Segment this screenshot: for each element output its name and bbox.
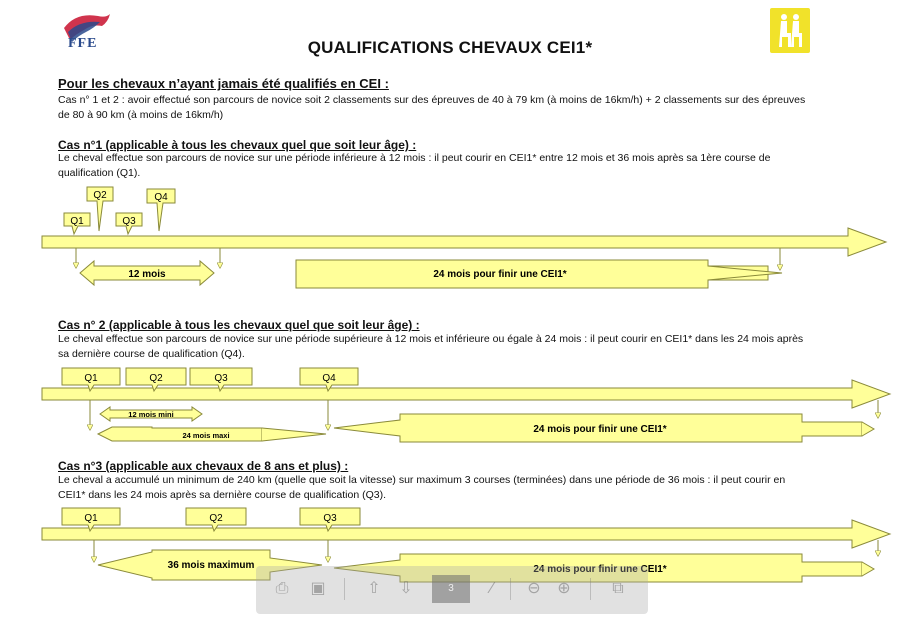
case1-line-2: qualification (Q1). — [58, 167, 141, 179]
case1-q2-label: Q2 — [93, 190, 107, 201]
toolbar-separator — [510, 578, 511, 600]
ffe-logo: FFE — [56, 8, 126, 52]
case3-callout-q1: Q1 — [61, 507, 121, 533]
case2-span-24-mois-maxi-label: 24 mois maxi — [182, 431, 229, 440]
case3-timeline-arrow — [41, 519, 892, 549]
case2-text: Le cheval effectue son parcours de novic… — [58, 332, 848, 362]
case1-q3-label: Q3 — [122, 216, 136, 227]
case2-q2-label: Q2 — [149, 373, 163, 384]
viewer-toolbar: ⎙ ▣ ⇧ ⇩ 3 ⁄ ⊖ ⊕ ⧉ — [256, 566, 648, 614]
case2-callout-q4: Q4 — [299, 367, 359, 393]
case3-span-36-mois — [97, 549, 323, 581]
case2-line-1: Le cheval effectue son parcours de novic… — [58, 333, 804, 345]
page-number-field[interactable]: 3 — [432, 575, 470, 603]
case3-q1-label: Q1 — [84, 513, 98, 524]
intro-line-1: Cas n° 1 et 2 : avoir effectué son parco… — [58, 94, 806, 106]
case1-callout-q3: Q3 — [115, 212, 143, 236]
intro-text: Cas n° 1 et 2 : avoir effectué son parco… — [58, 93, 848, 123]
fit-icon[interactable]: ⧉ — [612, 580, 624, 597]
case1-line-1: Le cheval effectue son parcours de novic… — [58, 152, 771, 164]
save-icon[interactable]: ▣ — [310, 580, 326, 597]
case3-heading: Cas n°3 (applicable aux chevaux de 8 ans… — [58, 459, 349, 473]
ffe-horse-icon — [64, 14, 110, 42]
case1-callout-q1: Q1 — [63, 212, 91, 236]
case3-span-24-mois-label: 24 mois pour finir une CEI1* — [533, 564, 666, 575]
page-total: ⁄ — [490, 580, 494, 597]
zoom-in-icon[interactable]: ⊕ — [557, 580, 571, 597]
riders-logo — [770, 8, 810, 53]
case1-span-24-mois-label: 24 mois pour finir une CEI1* — [433, 269, 566, 280]
toolbar-separator — [344, 578, 345, 600]
case1-callout-q4: Q4 — [146, 188, 176, 232]
case2-span-24-mois-label: 24 mois pour finir une CEI1* — [533, 424, 666, 435]
case2-callout-q3: Q3 — [189, 367, 253, 393]
case3-text: Le cheval a accumulé un minimum de 240 k… — [58, 473, 848, 503]
case2-q1-label: Q1 — [84, 373, 98, 384]
case3-callout-q2: Q2 — [185, 507, 247, 533]
down-icon[interactable]: ⇩ — [399, 580, 413, 597]
case2-timeline-arrow — [41, 379, 892, 409]
toolbar-separator — [590, 578, 591, 600]
case1-span-24-mois — [295, 259, 769, 289]
intro-heading: Pour les chevaux n’ayant jamais été qual… — [58, 76, 389, 91]
riders-icon — [779, 14, 802, 47]
case3-q3-label: Q3 — [323, 513, 337, 524]
case2-span-24-mois — [333, 413, 863, 443]
case2-span-12-mois-mini-label: 12 mois mini — [128, 410, 173, 419]
case1-q1-label: Q1 — [70, 216, 84, 227]
up-icon[interactable]: ⇧ — [367, 580, 381, 597]
case2-heading: Cas n° 2 (applicable à tous les chevaux … — [58, 318, 420, 332]
case1-span-12-mois-label: 12 mois — [128, 269, 166, 280]
case2-line-2: sa dernière course de qualification (Q4)… — [58, 348, 245, 360]
case1-heading: Cas n°1 (applicable à tous les chevaux q… — [58, 138, 417, 152]
case1-timeline-arrow — [41, 227, 888, 257]
case2-span-12-mois-mini — [99, 406, 203, 422]
ffe-logo-text: FFE — [68, 36, 98, 51]
case2-diagram: Q1 Q2 Q3 Q4 12 mois mini 24 mois maxi 24… — [41, 367, 892, 443]
case2-q4-label: Q4 — [322, 373, 336, 384]
case3-q2-label: Q2 — [209, 513, 223, 524]
page-title: QUALIFICATIONS CHEVAUX CEI1* — [307, 38, 593, 57]
case2-span-24-mois-maxi — [96, 426, 263, 442]
case2-q3-label: Q3 — [214, 373, 228, 384]
print-icon[interactable]: ⎙ — [275, 580, 289, 597]
case1-text: Le cheval effectue son parcours de novic… — [58, 151, 848, 181]
case3-line-1: Le cheval a accumulé un minimum de 240 k… — [58, 474, 786, 486]
zoom-out-icon[interactable]: ⊖ — [527, 580, 541, 597]
case2-callout-q2: Q2 — [125, 367, 187, 393]
intro-line-2: de 80 à 90 km (à moins de 16km/h) — [58, 109, 224, 121]
case1-diagram: Q1 Q2 Q3 Q4 12 mois 24 mois pour finir u… — [41, 186, 888, 289]
case3-span-36-mois-label: 36 mois maximum — [168, 560, 255, 571]
case3-line-2: CEI1* dans les 24 mois après sa dernière… — [58, 489, 387, 501]
case2-callout-q1: Q1 — [61, 367, 121, 393]
case1-q4-label: Q4 — [154, 192, 168, 203]
case1-callout-q2: Q2 — [86, 186, 114, 232]
case3-callout-q3: Q3 — [299, 507, 361, 533]
case1-span-12-mois — [79, 259, 215, 287]
